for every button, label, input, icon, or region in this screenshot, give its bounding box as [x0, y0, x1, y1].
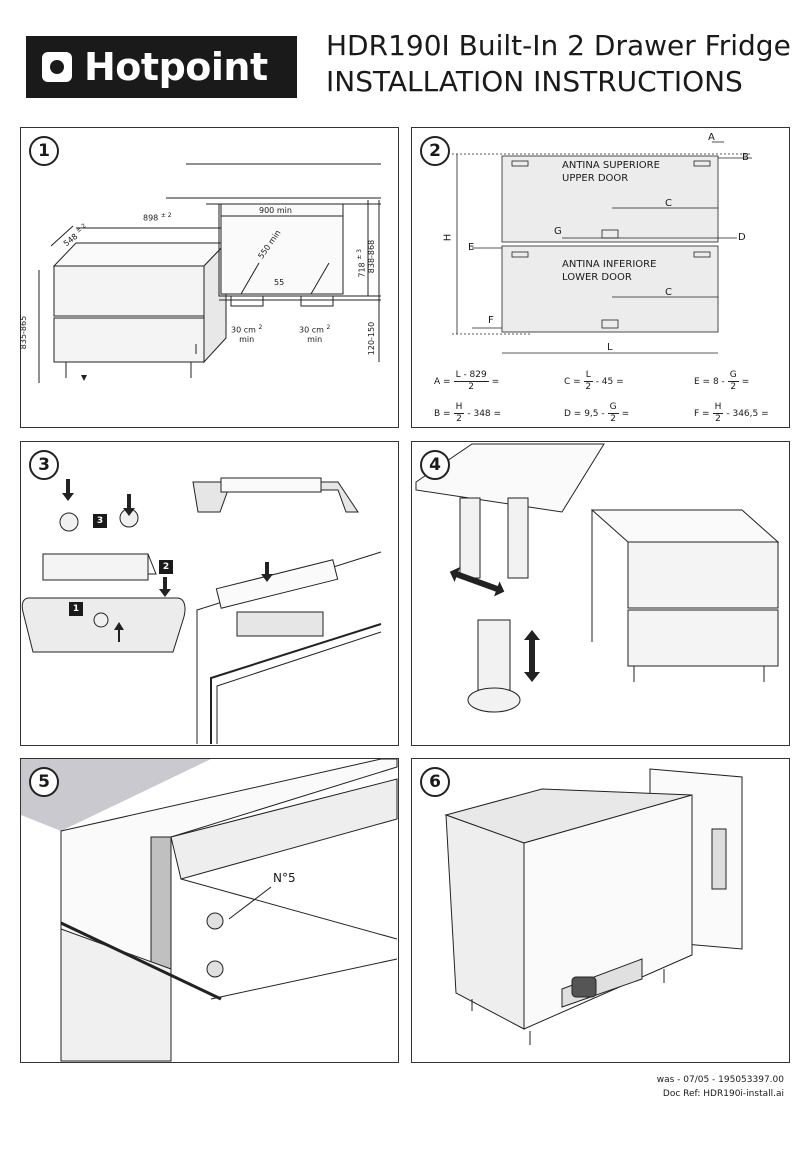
formula-E-num: G: [727, 370, 739, 382]
dim-835-865: 835-865: [19, 315, 29, 350]
dim-width: 898 ± 2: [143, 212, 172, 223]
vent-left-sup: 2: [258, 324, 263, 331]
label-H: H: [442, 233, 454, 242]
formula-D-den: 2: [610, 414, 616, 424]
formula-B-num: H: [453, 402, 465, 414]
label-C-upper: C: [665, 198, 672, 209]
step-number-2: 2: [420, 136, 450, 166]
vent-left-value: 30 cm: [231, 325, 256, 335]
formula-F-den: 2: [715, 414, 721, 424]
dim-120-150: 120-150: [367, 321, 377, 356]
vent-right-sup: 2: [326, 324, 331, 331]
dim-width-value: 898: [143, 213, 159, 223]
step-number-4: 4: [420, 450, 450, 480]
cabinet-dimension-diagram: [38, 163, 381, 383]
dim-width-tol: ± 2: [160, 212, 172, 219]
panel-step-6: 6: [411, 758, 790, 1063]
logo-mark-icon: [42, 52, 72, 82]
door-position-diagram: [452, 141, 752, 354]
label-C-lower: C: [665, 287, 672, 298]
vent-left-min: min: [239, 334, 255, 344]
cabinet-fixing-diagram: [444, 768, 743, 1045]
panel-step-5: 5 N°5: [20, 758, 399, 1063]
step-number-1: 1: [29, 136, 59, 166]
formula-E-lhs: E = 8 -: [694, 376, 725, 387]
dim-838-868: 838-868: [367, 239, 377, 274]
formula-C-lhs: C =: [564, 376, 581, 387]
step-number-3: 3: [29, 450, 59, 480]
bracket-assembly-diagram: [21, 477, 382, 744]
vent-right-value: 30 cm: [299, 325, 324, 335]
page-title: HDR190I Built-In 2 Drawer Fridge INSTALL…: [326, 28, 791, 100]
formula-C-den: 2: [585, 382, 592, 392]
label-B: B: [742, 152, 749, 163]
footer-revision: was - 07/05 - 195053397.00: [656, 1075, 784, 1085]
vent-right: 30 cm 2 min: [299, 324, 330, 344]
badge-2: 2: [159, 560, 173, 574]
upper-door-en: UPPER DOOR: [562, 173, 629, 184]
formula-B-rest: - 348 =: [467, 408, 502, 419]
formula-F-lhs: F =: [694, 408, 710, 419]
panel-step-3: 3 1 2 3: [20, 441, 399, 746]
door-fixing-diagram: [21, 759, 398, 1062]
formula-E-rest: =: [741, 376, 750, 387]
formula-C-rest: - 45 =: [595, 376, 624, 387]
title-line-2: INSTALLATION INSTRUCTIONS: [326, 65, 743, 98]
panel-step-2: 2 A B C G D E H C F L ANTINA SUPERIORE U…: [411, 127, 790, 428]
vent-right-min: min: [307, 334, 323, 344]
dim-718: 718 ± 3: [356, 249, 367, 278]
formula-F-rest: - 346,5 =: [726, 408, 769, 419]
label-F: F: [488, 315, 494, 326]
badge-3: 3: [93, 514, 107, 528]
step-number-6: 6: [420, 767, 450, 797]
formula-B-lhs: B =: [434, 408, 451, 419]
title-line-1: HDR190I Built-In 2 Drawer Fridge: [326, 29, 791, 62]
formula-F-num: H: [712, 402, 724, 414]
badge-1: 1: [69, 602, 83, 616]
label-L: L: [607, 342, 613, 353]
dim-55: 55: [274, 278, 285, 287]
hotpoint-logo: Hotpoint: [26, 36, 297, 98]
screw-label: N°5: [273, 871, 296, 885]
label-G: G: [554, 226, 562, 237]
vent-left: 30 cm 2 min: [231, 324, 262, 344]
panel-step-1: 1 548 ± 2 898 ± 2 900 min 550 min 55 718…: [19, 127, 399, 428]
formula-A-lhs: A =: [434, 376, 451, 387]
dim-718-tol: ± 3: [355, 249, 363, 260]
lower-door-it: ANTINA INFERIORE: [562, 259, 657, 270]
formula-D-rest: =: [621, 408, 630, 419]
label-D: D: [738, 232, 746, 243]
formula-D-num: G: [607, 402, 619, 414]
footer-docref: Doc Ref: HDR190i-install.ai: [662, 1089, 784, 1099]
logo-text: Hotpoint: [84, 45, 268, 89]
step-number-5: 5: [29, 767, 59, 797]
feet-adjustment-diagram: [415, 443, 780, 713]
label-A: A: [708, 132, 715, 143]
formula-A-rest: =: [491, 376, 500, 387]
dim-900: 900 min: [259, 206, 292, 215]
formula-B-den: 2: [456, 414, 462, 424]
lower-door-en: LOWER DOOR: [562, 272, 632, 283]
label-E: E: [468, 242, 475, 253]
formula-A-den: 2: [468, 382, 475, 392]
formula-A-num: L - 829: [453, 370, 489, 382]
panel-step-4: 4: [411, 441, 790, 746]
formula-C-num: L: [583, 370, 593, 382]
formula-D-lhs: D = 9,5 -: [564, 408, 605, 419]
dim-718-value: 718: [357, 262, 367, 278]
upper-door-it: ANTINA SUPERIORE: [562, 160, 660, 171]
formula-E-den: 2: [730, 382, 737, 392]
